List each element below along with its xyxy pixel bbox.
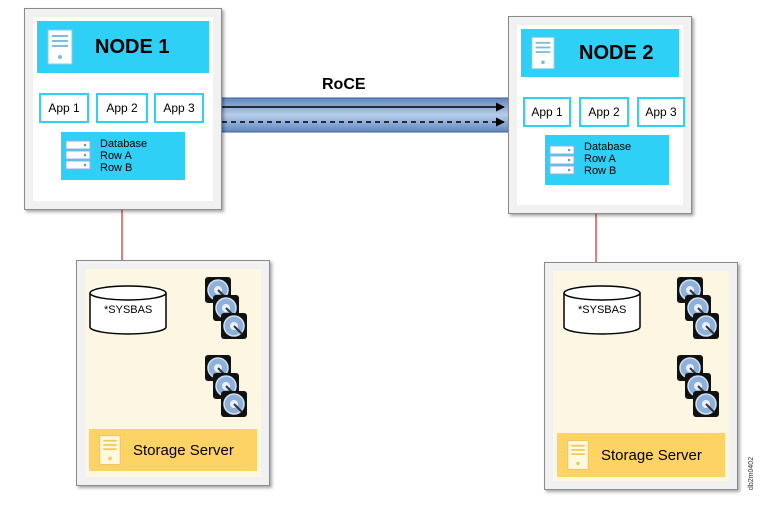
node-1-database-title: Database [100, 138, 148, 150]
node-1: NODE 1 App 1 App 2 App 3 Database Row A … [24, 8, 222, 210]
disk-unit-icon [693, 391, 719, 417]
node-2-header: NODE 2 [521, 29, 679, 77]
figure-id: db2m0402 [748, 456, 755, 490]
node-2-title: NODE 2 [579, 41, 654, 64]
server-icon [531, 36, 555, 70]
node-1-database-row: Row B [100, 162, 133, 174]
node-2-database-row: Row A [584, 153, 616, 165]
node-2-database-row: Row B [584, 165, 617, 177]
node-1-app-2: App 2 [96, 93, 148, 123]
node-1-app-1: App 1 [39, 93, 89, 123]
database-icon [65, 140, 91, 170]
storage-server-2-footer: Storage Server [557, 433, 725, 477]
node-2-app-1: App 1 [523, 97, 571, 127]
storage-server-2-label: Storage Server [601, 446, 702, 464]
disk-cylinder-icon [563, 285, 641, 335]
server-icon [47, 29, 73, 65]
disk-cylinder-icon [89, 285, 167, 335]
node-2-app-2: App 2 [579, 97, 629, 127]
storage-1-disk-label: *SYSBAS [104, 304, 153, 316]
node-1-title: NODE 1 [95, 35, 170, 58]
disk-unit-icon [693, 313, 719, 339]
node-1-app-3: App 3 [154, 93, 204, 123]
node-2-app-3: App 3 [637, 97, 685, 127]
storage-2-disk-label: *SYSBAS [578, 304, 627, 316]
node-2-database: Database Row A Row B [545, 135, 669, 185]
database-icon [549, 145, 575, 175]
server-icon [99, 435, 121, 465]
node-1-database: Database Row A Row B [61, 132, 185, 180]
storage-server-1-label: Storage Server [133, 441, 234, 459]
node-1-database-row: Row A [100, 150, 132, 162]
node-2-database-title: Database [584, 141, 632, 153]
node-2: NODE 2 App 1 App 2 App 3 Database Row A … [508, 16, 692, 214]
storage-server-1-footer: Storage Server [89, 429, 257, 471]
server-icon [567, 440, 589, 470]
roce-link-band [199, 97, 511, 133]
node-1-header: NODE 1 [37, 21, 209, 73]
roce-label: RoCE [322, 76, 366, 93]
disk-unit-icon [221, 391, 247, 417]
disk-unit-icon [221, 313, 247, 339]
